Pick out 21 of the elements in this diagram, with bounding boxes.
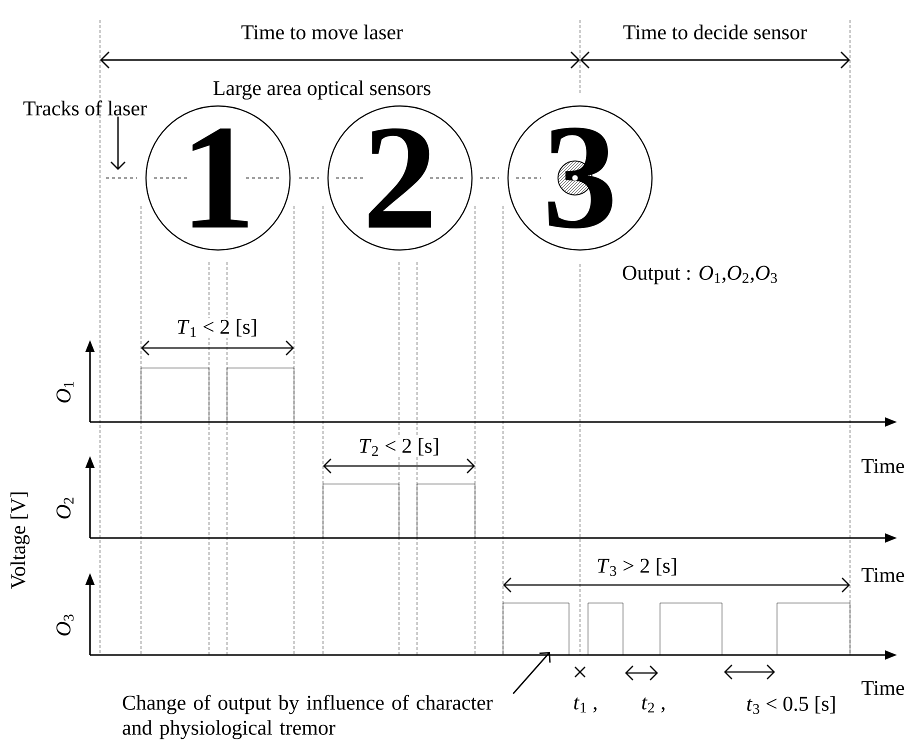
label-text: T$_{1}$ < 2 [s] xyxy=(176,318,259,338)
annotation-text: Tracks of laser xyxy=(23,100,147,116)
label-text: Time xyxy=(862,458,904,474)
label-text: Time xyxy=(862,680,904,696)
annotation-text: Change of output by influence of character and physiological tremor xyxy=(122,694,493,740)
label-text: Time to move laser xyxy=(240,24,404,40)
label-text: t$_{1}$ , xyxy=(574,697,596,713)
label-text: t$_{3}$ < 0.5 [s] xyxy=(747,696,835,714)
label-text: T$_{2}$ < 2 [s] xyxy=(358,437,441,457)
label-text: Voltage [V] xyxy=(10,492,30,589)
label-text: Output : O$_{1}$,O$_{2}$,O$_{3}$ xyxy=(622,266,777,284)
leader-arrow xyxy=(110,116,126,170)
label-text: O$_{3}$ xyxy=(56,614,74,636)
label-text: Time xyxy=(862,568,904,582)
label-text: Time to decide sensor xyxy=(622,24,808,40)
leader-arrow xyxy=(512,652,551,694)
label-text: T$_{3}$ > 2 [s] xyxy=(596,557,679,577)
label-text: Large area optical sensors xyxy=(213,80,430,100)
label-text: O$_{1}$ xyxy=(56,382,74,402)
label-text: O$_{2}$ xyxy=(56,498,74,518)
label-text: t$_{2}$ , xyxy=(642,697,664,713)
